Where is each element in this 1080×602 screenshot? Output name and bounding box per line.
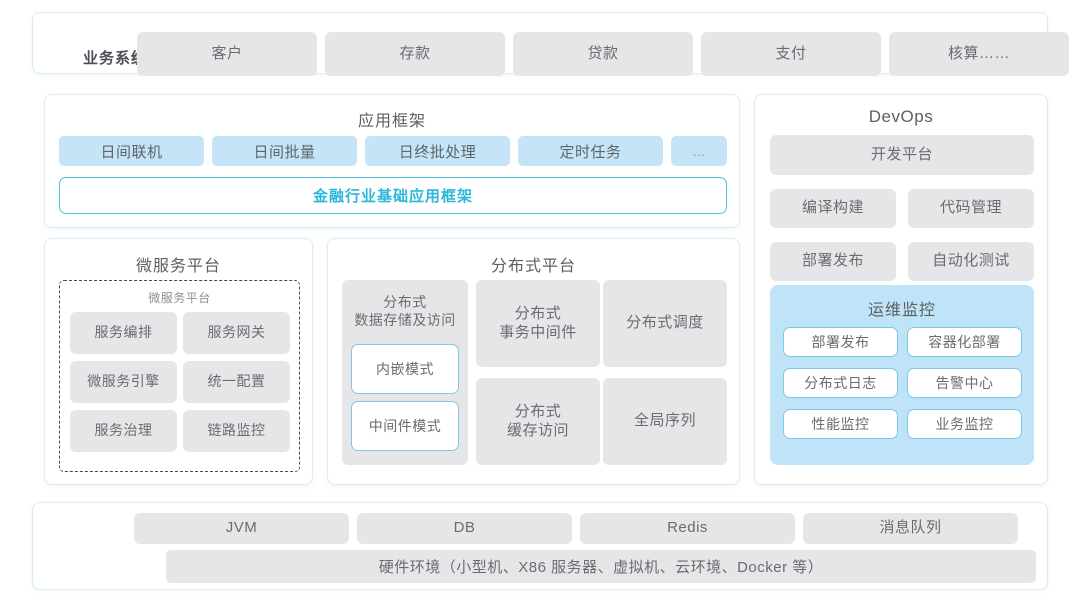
business-systems-label: 业务系统: [83, 50, 148, 67]
appfw-box-daytime-batch[interactable]: 日间批量: [212, 136, 357, 166]
devops-box-compile-build[interactable]: 编译构建: [770, 189, 896, 228]
business-box-loan[interactable]: 贷款: [513, 32, 693, 76]
ops-monitoring-title: 运维监控: [867, 302, 936, 319]
appfw-base-framework-box[interactable]: 金融行业基础应用框架: [59, 177, 727, 214]
devops-box-deploy-release[interactable]: 部署发布: [770, 242, 896, 281]
dp-transaction-line2: 事务中间件: [499, 323, 577, 341]
business-box-payment[interactable]: 支付: [701, 32, 881, 76]
ops-box-distributed-log[interactable]: 分布式日志: [783, 368, 898, 398]
dp-box-distributed-scheduling[interactable]: 分布式调度: [603, 280, 727, 367]
ms-box-microservice-engine[interactable]: 微服务引擎: [70, 361, 177, 403]
devops-box-code-management[interactable]: 代码管理: [908, 189, 1034, 228]
ms-box-service-governance[interactable]: 服务治理: [70, 410, 177, 452]
ops-box-container-deploy[interactable]: 容器化部署: [907, 327, 1022, 357]
ms-box-link-monitoring[interactable]: 链路监控: [183, 410, 290, 452]
application-framework-title: 应用框架: [357, 113, 426, 130]
dp-box-transaction-middleware[interactable]: 分布式 事务中间件: [476, 280, 600, 367]
infra-box-message-queue[interactable]: 消息队列: [803, 513, 1018, 544]
ops-box-business-monitoring[interactable]: 业务监控: [907, 409, 1022, 439]
business-box-customer[interactable]: 客户: [137, 32, 317, 76]
appfw-box-scheduled-task[interactable]: 定时任务: [518, 136, 663, 166]
infra-box-redis[interactable]: Redis: [580, 513, 795, 544]
devops-box-dev-platform[interactable]: 开发平台: [770, 135, 1034, 175]
devops-title: DevOps: [868, 107, 934, 126]
infra-box-jvm[interactable]: JVM: [134, 513, 349, 544]
microservice-platform-title: 微服务平台: [135, 258, 221, 275]
business-box-deposit[interactable]: 存款: [325, 32, 505, 76]
ops-box-deploy-release[interactable]: 部署发布: [783, 327, 898, 357]
infra-box-hardware-environment[interactable]: 硬件环境（小型机、X86 服务器、虚拟机、云环境、Docker 等）: [166, 550, 1036, 583]
appfw-box-more[interactable]: ...: [671, 136, 727, 166]
distributed-platform-title: 分布式平台: [490, 258, 576, 275]
ms-box-service-orchestration[interactable]: 服务编排: [70, 312, 177, 354]
application-framework-panel: 应用框架 日间联机 日间批量 日终批处理 定时任务 ... 金融行业基础应用框架: [44, 94, 740, 228]
dp-box-embedded-mode[interactable]: 内嵌模式: [351, 344, 459, 394]
dp-box-data-storage-access[interactable]: 分布式 数据存储及访问 内嵌模式 中间件模式: [342, 280, 468, 465]
ms-box-service-gateway[interactable]: 服务网关: [183, 312, 290, 354]
dp-data-storage-line1: 分布式: [383, 294, 427, 310]
microservice-inner-title: 微服务平台: [148, 291, 211, 305]
ops-monitoring-panel: 运维监控 部署发布 容器化部署 分布式日志 告警中心 性能监控 业务监控: [770, 285, 1034, 465]
business-systems-panel: 业务系统 客户 存款 贷款 支付 核算……: [32, 12, 1069, 76]
business-box-accounting[interactable]: 核算……: [889, 32, 1069, 76]
ops-box-performance-monitoring[interactable]: 性能监控: [783, 409, 898, 439]
ms-box-unified-config[interactable]: 统一配置: [183, 361, 290, 403]
dp-cache-line1: 分布式: [514, 403, 562, 421]
devops-box-automated-testing[interactable]: 自动化测试: [908, 242, 1034, 281]
devops-panel: DevOps 开发平台 编译构建 代码管理 部署发布 自动化测试 运维监控 部署…: [754, 94, 1048, 485]
microservice-platform-panel: 微服务平台 微服务平台 服务编排 服务网关 微服务引擎 统一配置 服务治理 链路…: [44, 238, 313, 485]
dp-box-middleware-mode[interactable]: 中间件模式: [351, 401, 459, 451]
distributed-platform-panel: 分布式平台 分布式 数据存储及访问 内嵌模式 中间件模式 分布式 事务中间件 分…: [327, 238, 740, 485]
appfw-box-eod-batch[interactable]: 日终批处理: [365, 136, 510, 166]
microservice-dashed-group: 微服务平台 服务编排 服务网关 微服务引擎 统一配置 服务治理 链路监控: [59, 280, 300, 472]
dp-box-global-sequence[interactable]: 全局序列: [603, 378, 727, 465]
infrastructure-panel: 基础设施 JVM DB Redis 消息队列 硬件环境（小型机、X86 服务器、…: [32, 502, 1048, 590]
dp-cache-line2: 缓存访问: [506, 421, 569, 439]
dp-transaction-line1: 分布式: [514, 305, 562, 323]
dp-data-storage-line2: 数据存储及访问: [354, 312, 456, 329]
dp-box-cache-access[interactable]: 分布式 缓存访问: [476, 378, 600, 465]
infra-box-db[interactable]: DB: [357, 513, 572, 544]
dp-data-storage-label: 分布式 数据存储及访问: [342, 293, 468, 329]
ops-box-alert-center[interactable]: 告警中心: [907, 368, 1022, 398]
appfw-box-daytime-online[interactable]: 日间联机: [59, 136, 204, 166]
